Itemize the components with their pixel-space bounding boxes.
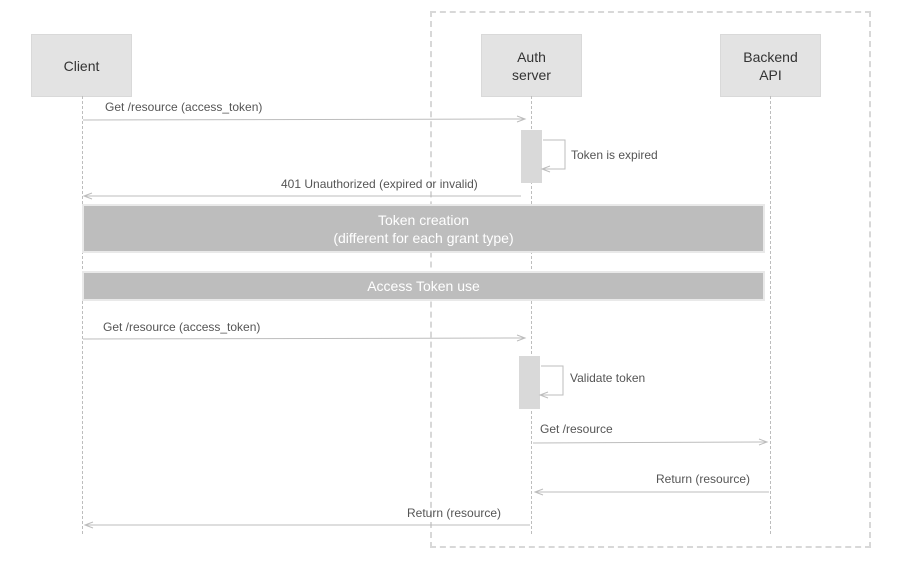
band-access-token-use: Access Token use — [82, 271, 765, 301]
label-unauthorized: 401 Unauthorized (expired or invalid) — [281, 177, 478, 191]
arrowhead-return-backend — [533, 488, 544, 496]
arrow-get-resource-backend — [532, 441, 767, 444]
label-get-resource-1: Get /resource (access_token) — [105, 100, 263, 114]
arrowhead-self-validate — [538, 391, 549, 399]
lifeline-auth-server — [531, 96, 532, 534]
arrowhead-unauthorized — [82, 192, 93, 200]
band-token-creation: Token creation (different for each grant… — [82, 204, 765, 253]
label-self-expired: Token is expired — [571, 148, 658, 162]
lifeline-backend-api — [770, 96, 771, 534]
arrow-self-validate — [541, 365, 564, 396]
activation-validate-token — [519, 356, 540, 409]
label-get-resource-2: Get /resource (access_token) — [103, 320, 261, 334]
label-return-client: Return (resource) — [407, 506, 502, 520]
arrowhead-get-resource-1 — [516, 115, 527, 123]
lifeline-client — [82, 96, 83, 534]
band-token-creation-title: Token creation — [377, 211, 470, 228]
arrowhead-return-client — [83, 521, 94, 529]
arrowhead-get-resource-2 — [516, 334, 527, 342]
activation-token-expired — [521, 130, 542, 183]
band-token-creation-subtitle: (different for each grant type) — [333, 229, 514, 246]
arrow-get-resource-1 — [82, 118, 525, 121]
arrowhead-get-resource-backend — [758, 438, 769, 446]
label-return-backend: Return (resource) — [656, 472, 751, 486]
label-self-validate: Validate token — [570, 371, 646, 385]
arrowhead-self-expired — [540, 165, 551, 173]
participant-client: Client — [31, 34, 132, 97]
arrow-get-resource-2 — [82, 337, 525, 340]
participant-backend-api: Backend API — [720, 34, 821, 97]
label-get-resource-backend: Get /resource — [540, 422, 613, 436]
band-access-token-use-title: Access Token use — [367, 278, 480, 294]
arrow-self-expired — [543, 139, 566, 170]
